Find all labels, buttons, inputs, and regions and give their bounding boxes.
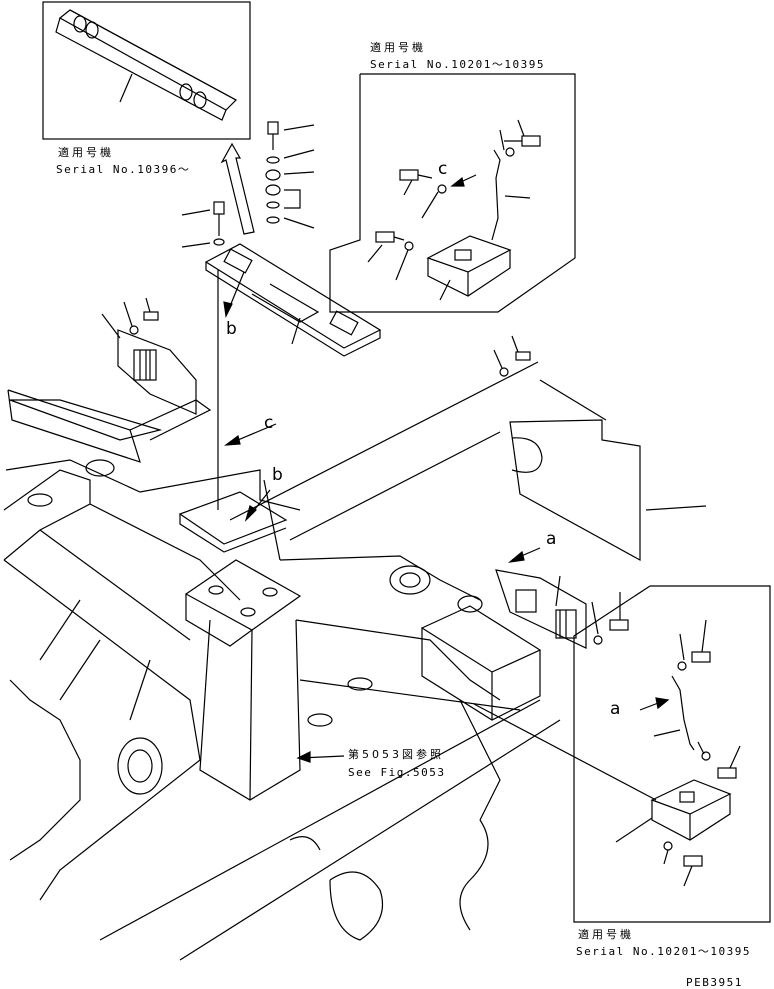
right-panel bbox=[493, 335, 707, 562]
callout-b-lower: b bbox=[272, 465, 283, 485]
callout-a: a bbox=[546, 529, 557, 549]
top-right-callout-c: c bbox=[438, 159, 448, 179]
mid-right-panel bbox=[495, 547, 629, 649]
upper-bolt-stack bbox=[181, 121, 315, 248]
callout-b-upper: b bbox=[226, 319, 237, 339]
top-right-applicability-label: 適用号機 bbox=[370, 41, 426, 54]
top-left-serial-text: Serial No.10396～ bbox=[56, 163, 191, 176]
inset-frame-bottom-right bbox=[573, 585, 771, 923]
reference-note-en: See Fig.5053 bbox=[348, 766, 446, 779]
drawing-code: PEB3951 bbox=[686, 976, 743, 989]
left-panel bbox=[101, 297, 197, 415]
top-right-serial-text: Serial No.10201～10395 bbox=[370, 58, 545, 71]
inset-frame-top-right bbox=[329, 73, 576, 313]
callout-c: c bbox=[264, 413, 274, 433]
bottom-right-callout-a: a bbox=[610, 699, 621, 719]
inset-frame-top-left bbox=[42, 1, 251, 140]
bottom-right-serial-text: Serial No.10201～10395 bbox=[576, 945, 751, 958]
top-left-applicability-label: 適用号機 bbox=[58, 146, 114, 159]
floor-plate bbox=[204, 243, 382, 510]
main-frame bbox=[3, 361, 657, 961]
bottom-right-applicability-label: 適用号機 bbox=[578, 928, 634, 941]
reference-note-jp: 第5053図参照 bbox=[348, 748, 444, 761]
